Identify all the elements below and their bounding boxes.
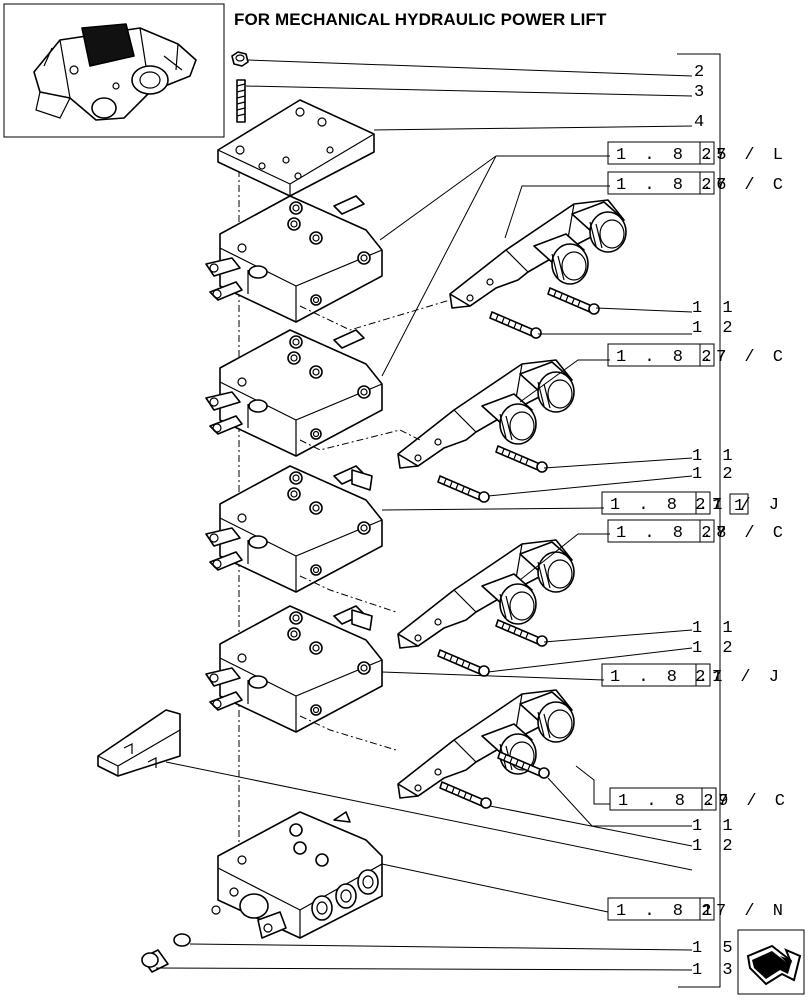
bolt-12-d xyxy=(439,781,492,809)
svg-text:.7: .7 xyxy=(702,348,730,367)
cover-plate-part xyxy=(217,99,375,197)
bracket-plate-part xyxy=(97,709,181,777)
power-lift-assembly-thumbnail xyxy=(33,23,197,121)
svg-text:.5: .5 xyxy=(702,146,730,165)
ref-link-5[interactable]: 1 . 8 2 .8 7 / C xyxy=(607,519,787,543)
svg-text:7 / C: 7 / C xyxy=(716,348,787,367)
control-valve-1 xyxy=(205,195,383,323)
nut-part xyxy=(231,51,249,67)
inlet-section-part xyxy=(211,811,383,939)
ref-link-8[interactable]: 1 . 8 2 1 7 / N xyxy=(607,897,787,921)
bolt-12-b xyxy=(437,475,490,503)
svg-text:1 . 8 2: 1 . 8 2 xyxy=(616,902,715,921)
leader-lines xyxy=(155,59,693,971)
ref-link-3[interactable]: 1 . 8 2 .7 7 / C xyxy=(607,343,787,367)
bolt-12-c xyxy=(437,649,490,677)
navigate-arrow-icon xyxy=(746,944,802,986)
callout-2: 2 xyxy=(694,63,709,82)
control-valve-2 xyxy=(205,329,383,457)
ref-link-1[interactable]: 1 . 8 2 .5 7 / L xyxy=(607,141,787,165)
svg-text:1 . 8 2: 1 . 8 2 xyxy=(616,146,715,165)
plug-part xyxy=(141,949,169,973)
callout-12: 1 2 xyxy=(692,837,738,856)
svg-text:7 / N: 7 / N xyxy=(716,902,787,921)
elbow-fitting-3 xyxy=(397,539,575,649)
callout-15: 1 5 xyxy=(692,939,738,958)
svg-text:1: 1 xyxy=(734,497,748,516)
assembly-thumbnail[interactable] xyxy=(3,3,225,138)
callout-12: 1 2 xyxy=(692,319,738,338)
callout-12: 1 2 xyxy=(692,639,738,658)
page-title: FOR MECHANICAL HYDRAULIC POWER LIFT xyxy=(234,10,607,29)
svg-text:7 / J: 7 / J xyxy=(712,668,783,687)
elbow-fitting-1 xyxy=(449,199,627,309)
ref-link-4[interactable]: 1 . 8 2 .1 7 / J 1 xyxy=(601,491,783,516)
bolt-11-b xyxy=(495,445,548,473)
svg-text:1 . 8 2: 1 . 8 2 xyxy=(616,176,715,195)
callout-4: 4 xyxy=(694,113,709,132)
svg-text:7 / C: 7 / C xyxy=(716,524,787,543)
svg-text:7 / L: 7 / L xyxy=(716,146,787,165)
elbow-fitting-2 xyxy=(397,359,575,469)
callout-3: 3 xyxy=(694,83,709,102)
callout-11: 1 1 xyxy=(692,447,738,466)
ref-link-6[interactable]: 1 . 8 2 .1 7 / J xyxy=(601,663,783,687)
svg-text:.8: .8 xyxy=(702,524,730,543)
callout-12: 1 2 xyxy=(692,465,738,484)
svg-text:.6: .6 xyxy=(702,176,730,195)
elbow-fitting-4 xyxy=(397,689,575,799)
stud-part xyxy=(236,79,246,123)
o-ring-part xyxy=(173,933,191,947)
svg-text:1: 1 xyxy=(702,902,716,921)
svg-text:.1: .1 xyxy=(698,496,726,515)
bolt-11-a xyxy=(547,287,600,315)
svg-text:.1: .1 xyxy=(698,668,726,687)
svg-text:.9: .9 xyxy=(704,792,732,811)
svg-text:1 . 8 2: 1 . 8 2 xyxy=(618,792,717,811)
callout-13: 1 3 xyxy=(692,961,738,980)
callout-11: 1 1 xyxy=(692,817,738,836)
callout-11: 1 1 xyxy=(692,619,738,638)
callout-11: 1 1 xyxy=(692,299,738,318)
svg-text:1 . 8 2: 1 . 8 2 xyxy=(616,524,715,543)
svg-text:1 . 8 2: 1 . 8 2 xyxy=(610,496,709,515)
bolt-12-a xyxy=(489,311,542,339)
svg-text:7 / C: 7 / C xyxy=(716,176,787,195)
navigate-button[interactable] xyxy=(737,929,805,995)
ref-link-2[interactable]: 1 . 8 2 .6 7 / C xyxy=(607,171,787,195)
svg-text:1 . 8 2: 1 . 8 2 xyxy=(610,668,709,687)
svg-text:1 . 8 2: 1 . 8 2 xyxy=(616,348,715,367)
svg-text:7 / J: 7 / J xyxy=(712,496,783,515)
svg-text:7 / C: 7 / C xyxy=(718,792,789,811)
ref-link-7[interactable]: 1 . 8 2 .9 7 / C xyxy=(609,787,789,811)
